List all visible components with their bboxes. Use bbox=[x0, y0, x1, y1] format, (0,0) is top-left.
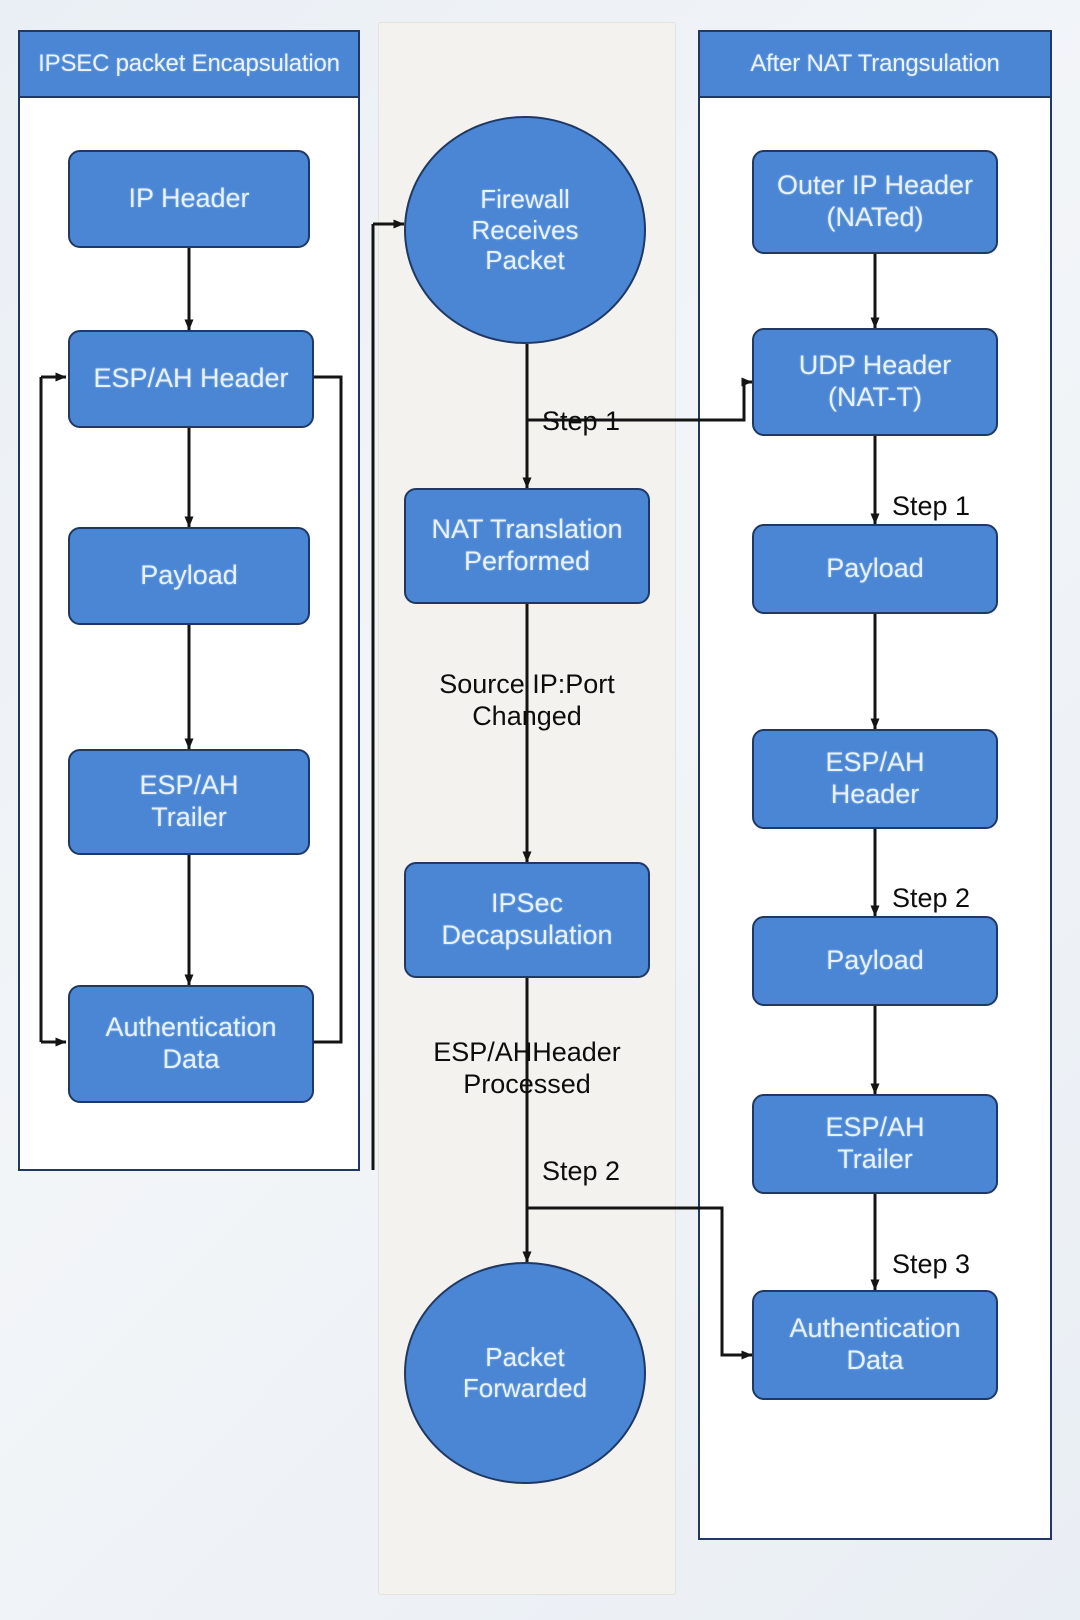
node-right-payload-1[interactable]: Payload bbox=[752, 524, 998, 614]
edge-label-esp-ah-header-processed: ESP/AHHeader Processed bbox=[400, 1006, 654, 1100]
right-panel-title: After NAT Trangsulation bbox=[750, 50, 1000, 77]
right-step-label-1: Step 1 bbox=[892, 460, 1032, 523]
node-right-payload-2[interactable]: Payload bbox=[752, 916, 998, 1006]
node-left-esp-ah-trailer[interactable]: ESP/AH Trailer bbox=[68, 749, 310, 855]
node-nat-translation-performed[interactable]: NAT Translation Performed bbox=[404, 488, 650, 604]
edge-label-text: Step 2 bbox=[892, 883, 971, 914]
node-label: Authentication Data bbox=[789, 1313, 961, 1375]
edge-label-source-ip-port-changed: Source IP:Port Changed bbox=[404, 638, 650, 732]
crosslink-label-step1: Step 1 bbox=[542, 375, 672, 438]
node-left-esp-ah-header[interactable]: ESP/AH Header bbox=[68, 330, 314, 428]
node-right-udp-header[interactable]: UDP Header (NAT-T) bbox=[752, 328, 998, 436]
node-right-authentication-data[interactable]: Authentication Data bbox=[752, 1290, 998, 1400]
edge-crosslink-step2 bbox=[527, 1206, 753, 1360]
edge-crosslink-step1 bbox=[527, 377, 753, 422]
edge-label-text: Step 2 bbox=[542, 1156, 621, 1187]
node-label: ESP/AH Trailer bbox=[139, 770, 239, 832]
node-right-outer-ip-header[interactable]: Outer IP Header (NATed) bbox=[752, 150, 998, 254]
crosslink-label-step2: Step 2 bbox=[542, 1125, 672, 1188]
edge-label-text: ESP/AHHeader Processed bbox=[433, 1037, 621, 1099]
right-step-label-2: Step 2 bbox=[892, 852, 1032, 915]
node-label: Packet Forwarded bbox=[462, 1342, 588, 1403]
node-label: Payload bbox=[140, 560, 238, 591]
left-panel-header: IPSEC packet Encapsulation bbox=[18, 30, 360, 98]
node-label: IP Header bbox=[128, 183, 250, 214]
node-packet-forwarded[interactable]: Packet Forwarded bbox=[404, 1262, 646, 1484]
node-label: Payload bbox=[826, 553, 924, 584]
edge-label-text: Step 1 bbox=[542, 406, 621, 437]
node-label: ESP/AH Header bbox=[93, 363, 289, 394]
edge-left-right-loop bbox=[314, 375, 343, 1044]
node-label: Payload bbox=[826, 945, 924, 976]
node-label: Outer IP Header (NATed) bbox=[776, 170, 974, 232]
node-right-esp-ah-header[interactable]: ESP/AH Header bbox=[752, 729, 998, 829]
node-label: IPSec Decapsulation bbox=[441, 888, 613, 950]
right-panel-header: After NAT Trangsulation bbox=[698, 30, 1052, 98]
node-label: ESP/AH Header bbox=[825, 747, 925, 809]
node-firewall-receives-packet[interactable]: Firewall Receives Packet bbox=[404, 116, 646, 344]
node-left-authentication-data[interactable]: Authentication Data bbox=[68, 985, 314, 1103]
edge-label-text: Step 3 bbox=[892, 1249, 971, 1280]
node-label: ESP/AH Trailer bbox=[825, 1112, 925, 1174]
edge-label-text: Source IP:Port Changed bbox=[439, 669, 615, 731]
node-label: UDP Header (NAT-T) bbox=[798, 350, 952, 412]
node-label: Authentication Data bbox=[105, 1012, 277, 1074]
right-step-label-3: Step 3 bbox=[892, 1218, 1032, 1281]
edge-label-text: Step 1 bbox=[892, 491, 971, 522]
node-right-esp-ah-trailer[interactable]: ESP/AH Trailer bbox=[752, 1094, 998, 1194]
node-label: Firewall Receives Packet bbox=[471, 183, 579, 276]
node-ipsec-decapsulation[interactable]: IPSec Decapsulation bbox=[404, 862, 650, 978]
node-label: NAT Translation Performed bbox=[431, 514, 623, 576]
node-left-ip-header[interactable]: IP Header bbox=[68, 150, 310, 248]
node-left-payload[interactable]: Payload bbox=[68, 527, 310, 625]
left-panel-title: IPSEC packet Encapsulation bbox=[38, 50, 340, 77]
